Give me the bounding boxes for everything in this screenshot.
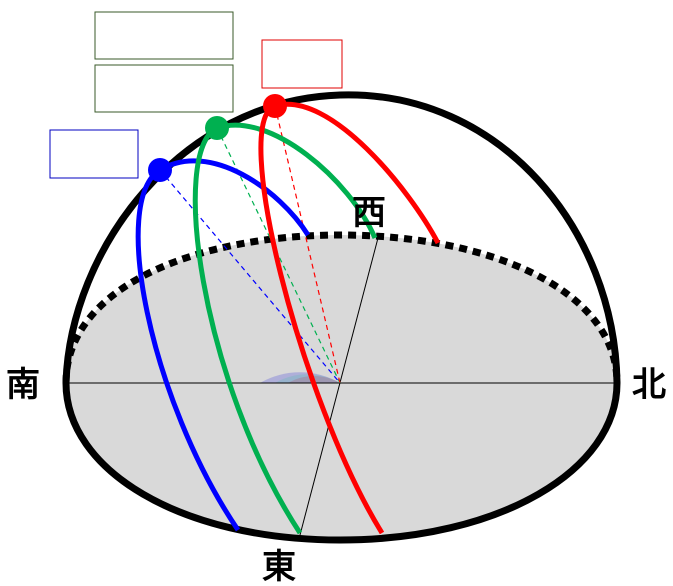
equinox-label-box-1 xyxy=(94,11,234,60)
equinox-label-box-2 xyxy=(94,64,234,113)
east-west-axis xyxy=(299,237,379,536)
winter-label-box xyxy=(49,129,139,179)
dome-outline xyxy=(62,91,621,544)
equinox-sun-marker xyxy=(205,116,229,140)
summer-label-box xyxy=(261,39,343,89)
horizon-back-dashed xyxy=(62,231,621,384)
direction-south-label: 南 xyxy=(6,365,40,405)
direction-north-label: 北 xyxy=(632,365,666,405)
direction-west-label: 西 xyxy=(352,193,386,233)
equinox-sun-path xyxy=(192,122,378,535)
ground-plane xyxy=(66,235,617,540)
winter-sun-marker xyxy=(148,158,172,182)
direction-east-label: 東 xyxy=(262,547,296,586)
summer-sun-path xyxy=(258,101,441,535)
summer-sun-marker xyxy=(263,94,287,118)
